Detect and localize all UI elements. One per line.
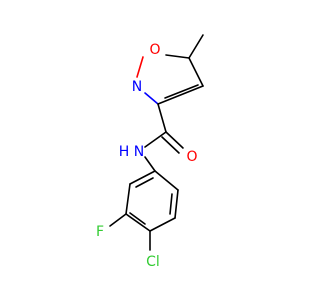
carbonyl-double-bond-2 (161, 136, 180, 154)
benzene-bond-5 (125, 183, 131, 215)
ring-o-n-bond (136, 56, 144, 78)
fluorine-label: F (96, 224, 104, 240)
carbonyl-to-amide-n-bond (144, 131, 167, 148)
chlorine-label: Cl (146, 254, 160, 270)
ring-c5-o-bond (165, 54, 190, 59)
fluorine-bond (109, 213, 127, 227)
benzene-inner-bond-3 (135, 177, 154, 188)
amide-n-to-aryl-bond (144, 156, 156, 172)
benzene-bond-2 (174, 189, 179, 219)
ring-n-c3-bond (144, 92, 159, 105)
ring-c3-c4-bond (157, 85, 204, 105)
ring-c3-c4-inner-bond (164, 84, 199, 99)
carbonyl-oxygen-label: O (186, 149, 197, 165)
benzene-bond-3 (149, 217, 176, 232)
amide-nitrogen-label: N (134, 144, 144, 160)
benzene-bond-1 (154, 170, 179, 191)
ring-oxygen-label: O (149, 42, 160, 58)
ring-c5-c4-bond (188, 57, 204, 87)
ring-nitrogen-label: N (132, 79, 142, 95)
benzene-inner-bond-1 (169, 193, 173, 215)
benzene-bond-4 (125, 213, 151, 232)
benzene-bond-6 (129, 170, 156, 185)
chemical-structure-diagram: O N O N H F Cl (96, 34, 204, 270)
methyl-bond (188, 34, 204, 59)
benzene-inner-bond-2 (129, 212, 146, 225)
ring-to-carbonyl-bond (157, 103, 167, 133)
amide-hydrogen-label: H (119, 144, 130, 160)
carbonyl-double-bond-1 (165, 131, 184, 149)
